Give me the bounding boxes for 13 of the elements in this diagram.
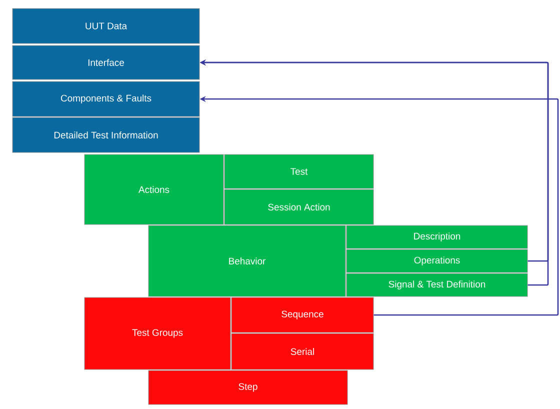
block-box: Components & Faults [12, 81, 200, 117]
block-box: Step [148, 370, 348, 405]
block-box: Session Action [224, 189, 374, 225]
block-box: Interface [12, 45, 200, 80]
block-box: Serial [231, 333, 374, 370]
block-box: Test [224, 154, 374, 189]
block-box: Description [346, 225, 528, 249]
block-box: Sequence [231, 297, 374, 333]
block-box: Signal & Test Definition [346, 273, 528, 297]
block-box: Operations [346, 249, 528, 273]
block-box: Actions [84, 154, 224, 225]
block-box: Detailed Test Information [12, 117, 200, 153]
block-box: UUT Data [12, 8, 200, 44]
